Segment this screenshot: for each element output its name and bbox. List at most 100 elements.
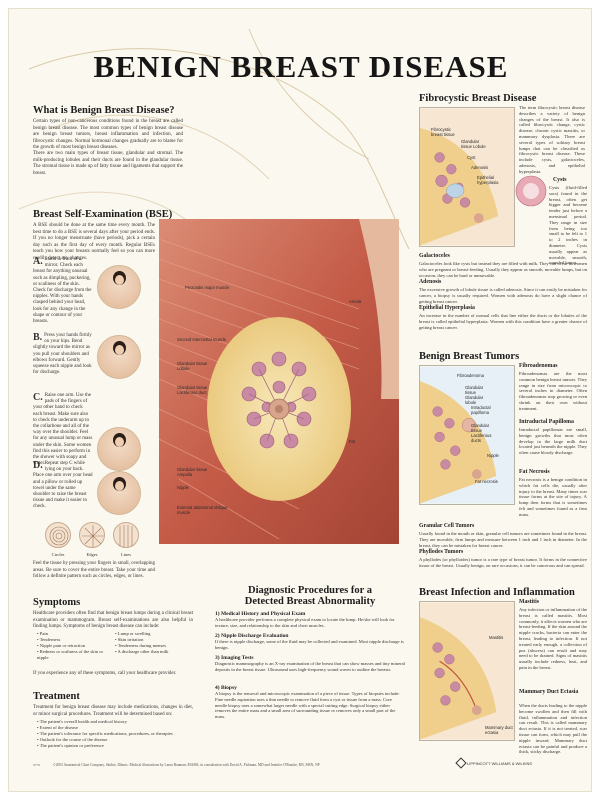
label-ectasia: Mammary duct ectasia (485, 725, 513, 735)
label-lactiferous: Glandular tissue Lactiferous duct (177, 385, 208, 395)
cyst-closeup-icon (515, 175, 547, 207)
adenosis-heading: Adenosis (419, 279, 442, 285)
list-item: Skin irritation (115, 637, 190, 643)
bse-step-text: Repeat step C while lying on your back. … (33, 461, 93, 510)
list-item: Nipple pain or retraction (37, 643, 112, 649)
fibroadenomas-heading: Fibroadenomas (519, 363, 558, 369)
diagnostic-item-text: If there is nipple discharge, some of th… (215, 639, 404, 650)
label-epithelial: Epithelial hyperplasia (477, 175, 499, 185)
galactoceles-text: Galactoceles look like cysts but instead… (419, 261, 587, 278)
bse-step-text: Stand in front of a mirror. Check each b… (33, 257, 92, 325)
label-lobule: Glandular tissue Lobule (177, 361, 208, 371)
list-item: A discharge other than milk (115, 649, 190, 655)
pattern-label-circles: Circles (51, 552, 65, 557)
label-adenosis: Adenosis (471, 165, 489, 170)
label-ampulla: Glandular tissue Ampulla (177, 467, 208, 477)
diagnostic-heading-line-1: Diagnostic Procedures for a (248, 585, 372, 596)
diagnostic-item-text: A healthcare provider performs a complet… (215, 617, 395, 628)
label-fibroadenoma: Fibroadenoma (457, 373, 485, 378)
bse-step-b: B. Press your hands firmly on your hips.… (33, 333, 93, 376)
label-mastitis: Mastitis (489, 635, 504, 640)
poster: BENIGN BREAST DISEASE What is Benign Bre… (8, 8, 592, 792)
granular-heading: Granular Cell Tumors (419, 523, 475, 529)
tumors-heading: Benign Breast Tumors (419, 351, 520, 362)
bse-figure-b (97, 335, 141, 379)
fat-necrosis-heading: Fat Necrosis (519, 469, 550, 475)
copyright-footer: ©2003 Anatomical Chart Company, Skokie, … (53, 763, 320, 767)
bse-step-text: Press your hands firmly on your hips. Be… (33, 333, 92, 376)
mastitis-text: Any infection or inflammation of the bre… (519, 607, 587, 670)
diagnostic-item-2: 2) Nipple Discharge Evaluation If there … (215, 633, 405, 651)
list-item: Tenderness (37, 637, 112, 643)
ectasia-heading: Mammary Duct Ectasia (519, 689, 579, 695)
tumors-illustration (419, 365, 515, 505)
publisher-name: LIPPINCOTT WILLIAMS & WILKINS (467, 760, 533, 766)
bse-step-d: D. Repeat step C while lying on your bac… (33, 461, 93, 511)
bse-step-letter: D. (33, 460, 43, 471)
fibroadenomas-text: Fibroadenomas are the most common benign… (519, 371, 587, 411)
bse-figure-a (97, 265, 141, 309)
publisher-logo-icon (455, 757, 467, 769)
publisher-logo: LIPPINCOTT WILLIAMS & WILKINS (455, 757, 533, 769)
symptoms-heading: Symptoms (33, 597, 81, 608)
bse-intro: A BSE should be done at the same time ev… (33, 223, 155, 261)
diagnostic-item-3: 3) Imaging Tests Diagnostic mammography … (215, 655, 405, 673)
pattern-label-edges: Edges (86, 552, 98, 557)
what-is-heading: What is Benign Breast Disease? (33, 105, 175, 116)
label-lactiferous-ducts: Glandular tissue Lactiferous ducts (471, 423, 492, 443)
granular-text: Usually found in the mouth or skin, gran… (419, 531, 587, 548)
what-is-paragraph-1: Certain types of non-cancerous condition… (33, 119, 183, 150)
bse-step-a: A. Stand in front of a mirror. Check eac… (33, 257, 93, 325)
bse-step-c: C. Raise one arm. Use the pads of the fi… (33, 393, 93, 467)
label-glandular-lobule: Glandular tissue Glandular lobule (465, 385, 484, 405)
treatment-heading: Treatment (33, 691, 80, 702)
diagnostic-item-4: 4) Biopsy A biopsy is the removal and mi… (215, 685, 405, 720)
circles-pattern-icon (45, 522, 71, 548)
list-item: Outlook for the course of the disease (37, 737, 187, 743)
galactoceles-heading: Galactoceles (419, 253, 450, 259)
list-item: The patient's opinion or preference (37, 743, 187, 749)
diagnostic-heading-line-2: Detected Breast Abnormality (244, 596, 376, 607)
adenosis-text: The excessive growth of lobule tissue is… (419, 287, 587, 304)
diagnostic-heading: Diagnostic Procedures for a Detected Bre… (215, 585, 405, 607)
label-pectoralis: Pectoralis major muscle (185, 285, 230, 290)
page-title: BENIGN BREAST DISEASE (93, 49, 509, 84)
bse-figure-c (97, 427, 141, 471)
bse-figure-d (97, 471, 141, 515)
bse-step-letter: C. (33, 392, 43, 403)
diagnostic-item-text: Diagnostic mammography is an X-ray exami… (215, 661, 405, 672)
label-fibrocystic-tissue: Fibrocystic breast tissue (431, 127, 455, 137)
symptoms-list-2: Lump or swelling Skin irritation Tendern… (115, 631, 190, 655)
edges-pattern-icon (79, 522, 105, 548)
ectasia-text: When the ducts leading to the nipple bec… (519, 703, 587, 755)
diagnostic-item-title: 4) Biopsy (215, 685, 237, 691)
label-tumor-nipple: Nipple (487, 453, 499, 458)
fibrocystic-text: The term fibrocystic breast disease desc… (519, 105, 585, 174)
list-item: Redness or scaliness of the skin or nipp… (37, 649, 112, 661)
list-item: The patient's overall health and medical… (37, 719, 187, 725)
list-item: Lump or swelling (115, 631, 190, 637)
label-oblique: External abdominal oblique muscle (177, 505, 228, 515)
diagnostic-item-title: 1) Medical History and Physical Exam (215, 611, 306, 617)
pattern-label-lines: Lines (121, 552, 131, 557)
lines-pattern-icon (113, 522, 139, 548)
label-intercostal: Second Intercostal muscle (177, 337, 227, 342)
symptoms-list-1: Pain Tenderness Nipple pain or retractio… (37, 631, 112, 661)
fibrocystic-heading: Fibrocystic Breast Disease (419, 93, 537, 104)
fat-necrosis-text: Fat necrosis is a benign condition in wh… (519, 477, 587, 517)
label-fat-necrosis: Fat necrosis (475, 479, 498, 484)
symptoms-closing: If you experience any of these symptoms,… (33, 671, 177, 676)
list-item: Tenderness during menses (115, 643, 190, 649)
what-is-paragraph-2: There are two main types of breast tissu… (33, 151, 183, 176)
symptoms-intro: Healthcare providers often find that ben… (33, 611, 193, 629)
papilloma-heading: Intraductal Papilloma (519, 419, 574, 425)
diagnostic-item-title: 2) Nipple Discharge Evaluation (215, 633, 289, 639)
list-item: The patient's tolerance for specific med… (37, 731, 187, 737)
breast-anatomy-illustration (159, 219, 399, 544)
epithelial-text: An increase in the number of normal cell… (419, 313, 587, 330)
epithelial-heading: Epithelial Hyperplasia (419, 305, 475, 311)
mastitis-heading: Mastitis (519, 599, 539, 605)
label-fibrocystic-lobule: Glandular tissue Lobule (461, 139, 486, 149)
infection-illustration (419, 601, 515, 741)
diagnostic-item-text: A biopsy is the removal and microscopic … (215, 691, 400, 720)
